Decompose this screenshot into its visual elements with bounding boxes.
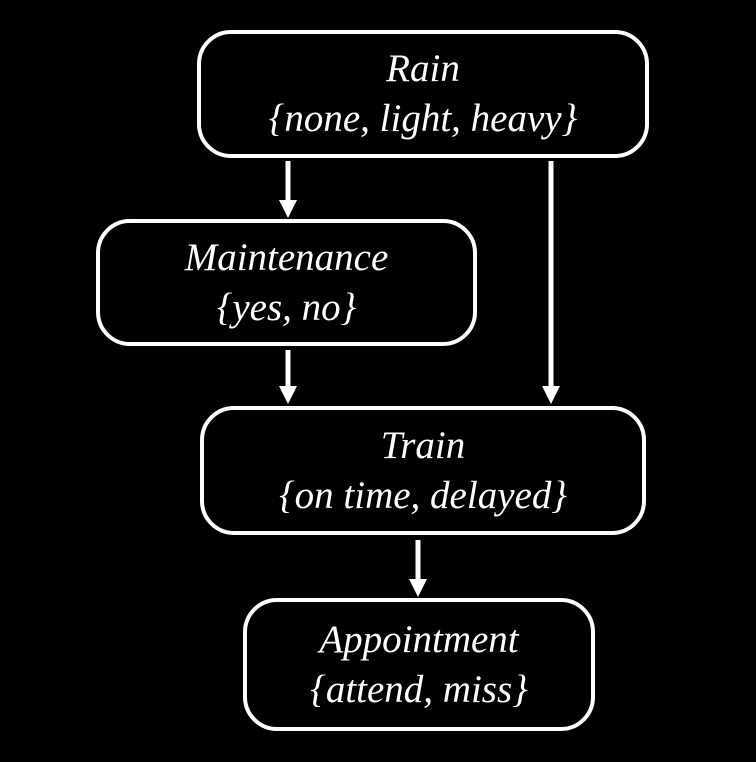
node-appointment-values: {attend, miss} [310,667,528,711]
node-rain-values: {none, light, heavy} [268,97,578,140]
edge-rain-to-maintenance [278,161,298,218]
edge-maintenance-to-train [278,350,298,404]
node-rain-label: Rain [386,47,460,91]
node-maintenance: Maintenance {yes, no} [96,219,477,346]
node-train: Train {on time, delayed} [200,406,646,535]
arrow-head-icon [409,579,427,597]
edge-rain-to-train [541,161,561,404]
edge-train-to-appointment [408,540,428,597]
node-appointment-label: Appointment [319,617,519,661]
node-appointment: Appointment {attend, miss} [243,598,595,731]
node-train-label: Train [380,423,466,467]
arrow-head-icon [279,386,297,404]
node-rain: Rain {none, light, heavy} [197,30,649,158]
arrow-shaft [285,350,291,387]
arrow-shaft [548,161,554,387]
node-train-values: {on time, delayed} [279,473,567,517]
node-maintenance-label: Maintenance [184,235,389,279]
arrow-head-icon [279,200,297,218]
arrow-shaft [415,540,421,580]
arrow-head-icon [542,386,560,404]
node-maintenance-values: {yes, no} [216,285,357,329]
arrow-shaft [285,161,291,201]
